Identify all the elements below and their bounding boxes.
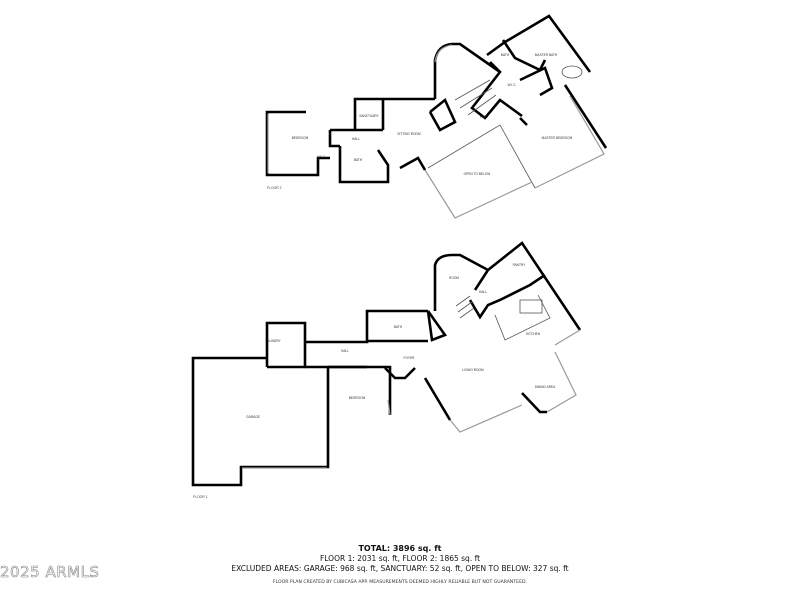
floor-2-plan: BEDROOM SANCTUARY HALL BATH W.I.C. SITTI… (265, 14, 608, 219)
floor-1-plan: LAUNDRY HALL BATH FOYER BEDROOM GARAGE R… (191, 241, 582, 499)
room-dining-area: DINING AREA (535, 385, 556, 389)
watermark: 2025 ARMLS (0, 563, 100, 582)
room-wic: W.I.C. (318, 155, 327, 159)
room-bedroom: BEDROOM (349, 396, 366, 400)
floor-2-label: FLOOR 2 (267, 186, 282, 190)
room-sanctuary: SANCTUARY (359, 114, 379, 118)
disclaimer: FLOOR PLAN CREATED BY CUBICASA APP. MEAS… (273, 580, 527, 585)
room-bath-2: BATH (501, 53, 510, 57)
room-master-bedroom: MASTER BEDROOM (542, 136, 573, 140)
room-bath: BATH (354, 158, 363, 162)
room-hall-2: HALL (479, 290, 487, 294)
room-hall: HALL (341, 349, 349, 353)
room-pantry: PANTRY (513, 263, 527, 267)
room-foyer: FOYER (404, 356, 416, 360)
room-bath: BATH (394, 325, 403, 329)
room-kitchen: KITCHEN (526, 332, 541, 336)
room-master-bath: MASTER BATH (535, 53, 558, 57)
room-wic-2: W.I.C. (508, 83, 517, 87)
room-room: ROOM (449, 276, 459, 280)
excluded-areas: EXCLUDED AREAS: GARAGE: 968 sq. ft, SANC… (231, 564, 569, 573)
room-living-room: LIVING ROOM (462, 368, 484, 372)
floor-areas: FLOOR 1: 2031 sq. ft, FLOOR 2: 1865 sq. … (319, 554, 481, 563)
room-open-to-below: OPEN TO BELOW (464, 172, 491, 176)
room-sitting-room: SITTING ROOM (397, 132, 421, 136)
room-garage: GARAGE (246, 415, 260, 419)
room-hall-2: HALL (480, 115, 488, 119)
room-hall: HALL (352, 137, 360, 141)
room-bedroom: BEDROOM (292, 136, 309, 140)
total-area: TOTAL: 3896 sq. ft (358, 544, 442, 553)
floor-1-label: FLOOR 1 (193, 495, 208, 499)
room-laundry: LAUNDRY (265, 339, 281, 343)
